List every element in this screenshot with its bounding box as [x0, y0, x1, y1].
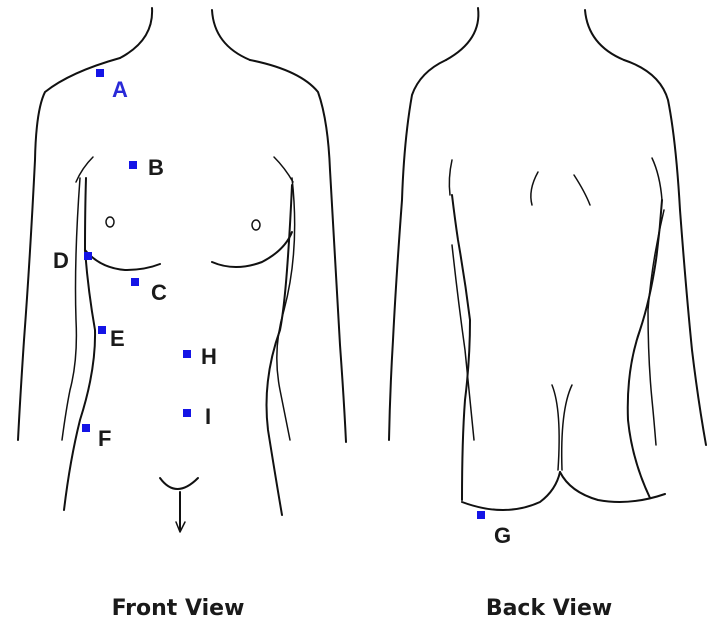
back-shoulder-blade-right — [574, 175, 590, 205]
point-e-marker — [98, 326, 106, 334]
front-nipple-right — [252, 220, 260, 230]
point-d-marker — [84, 252, 92, 260]
front-armpit-left — [76, 157, 93, 182]
front-shoulder-right — [250, 60, 346, 442]
back-view-caption: Back View — [486, 596, 612, 621]
point-h-marker — [183, 350, 191, 358]
back-buttock-left — [462, 472, 560, 510]
front-torso-left — [64, 178, 95, 510]
point-g-marker — [477, 511, 485, 519]
front-neck-left — [120, 8, 152, 58]
back-torso-left — [452, 195, 470, 500]
point-b-label: B — [148, 155, 164, 180]
front-view-caption: Front View — [112, 596, 245, 621]
front-shoulder-left — [18, 58, 120, 440]
front-nipple-left — [106, 217, 114, 227]
back-neck-left — [446, 8, 478, 60]
back-neck-right — [585, 10, 624, 60]
front-arm-inner-left — [62, 178, 80, 440]
point-c-marker — [131, 278, 139, 286]
point-i-label: I — [205, 404, 211, 429]
point-a-marker — [96, 69, 104, 77]
point-f-label: F — [98, 426, 111, 451]
back-cleft — [552, 385, 572, 470]
back-body-figure — [389, 8, 706, 510]
point-a-label: A — [112, 77, 128, 102]
front-arm-inner-right — [277, 178, 295, 440]
point-f-marker — [82, 424, 90, 432]
back-shoulder-blade-left — [531, 172, 538, 205]
front-neck-right — [212, 10, 250, 60]
point-g-label: G — [494, 523, 511, 548]
front-groin — [160, 478, 198, 489]
front-breast-right — [212, 232, 292, 267]
front-torso-right — [267, 185, 293, 515]
measurement-points: A B C D E F G H I — [53, 69, 511, 548]
front-breast-left — [85, 250, 160, 270]
point-c-label: C — [151, 280, 167, 305]
front-armpit-right — [274, 157, 293, 182]
back-arm-inner-right — [648, 210, 664, 445]
back-shoulder-left — [389, 60, 446, 440]
point-d-label: D — [53, 248, 69, 273]
back-armpit-right — [652, 158, 662, 200]
point-i-marker — [183, 409, 191, 417]
point-h-label: H — [201, 344, 217, 369]
back-buttock-right — [560, 472, 665, 502]
point-b-marker — [129, 161, 137, 169]
point-e-label: E — [110, 326, 125, 351]
back-shoulder-right — [624, 60, 706, 445]
back-armpit-left — [449, 160, 452, 195]
